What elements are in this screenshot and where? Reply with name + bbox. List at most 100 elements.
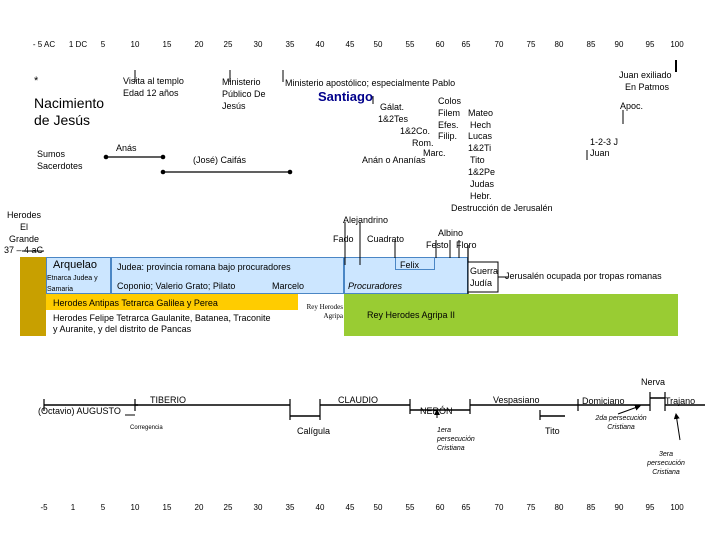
persecucion-3-label: 3era persecución Cristiana (647, 451, 685, 476)
juan-exiliado-label: Juan exiliado (619, 70, 672, 80)
axis-bottom-tick: 15 (162, 503, 172, 512)
axis-bottom-tick: 60 (435, 503, 445, 512)
axis-top-tick: 40 (315, 40, 325, 49)
arquelao-bar (46, 257, 111, 294)
agripa-ii-bar (344, 294, 678, 336)
santiago-label: Santiago (318, 89, 373, 104)
felipe-label: Herodes Felipe Tetrarca Gaulanite, Batan… (53, 313, 271, 334)
felipe-box (46, 310, 298, 336)
marcelo-label: Marcelo (272, 281, 305, 291)
judea-provincia-bar (111, 257, 344, 294)
albino-label: Albino (438, 228, 464, 238)
marc-label: Marc. (423, 148, 446, 158)
pe-label: 1&2Pe (468, 167, 496, 177)
axis-top-tick: 1 DC (68, 40, 88, 49)
neron-label: NERÓN (420, 406, 453, 416)
guerra-label: Guerra (470, 266, 499, 276)
axis-bottom-tick: 100 (670, 503, 684, 512)
anas-label: Anás (116, 143, 137, 153)
domiciano-label: Domiciano (582, 396, 625, 406)
procuradores-label: Procuradores (348, 281, 403, 291)
hech-label: Hech (470, 120, 492, 130)
persecucion-2-label: 2da persecución Cristiana (595, 415, 647, 431)
herodes-grande-label: Herodes El Grande (6, 210, 42, 244)
galat-label: Gálat. (380, 102, 405, 112)
axis-top-tick: 20 (194, 40, 204, 49)
rey-agripa-ii-label: Rey Herodes Agripa II (367, 310, 456, 320)
axis-top-tick: 75 (526, 40, 536, 49)
axis-bottom-tick: 80 (554, 503, 564, 512)
nerva-label: Nerva (641, 377, 666, 387)
axis-top-tick: 80 (554, 40, 564, 49)
etnarca-label: Etnarca Judea y Samaria (47, 275, 98, 293)
cuadrato-label: Cuadrato (367, 234, 405, 244)
axis-top-tick: 25 (223, 40, 233, 49)
procuradores-names-label: Coponio; Valerio Grato; Pilato (117, 281, 236, 291)
visita-templo-label: Visita al templo (123, 76, 184, 86)
axis-top-tick: 85 (586, 40, 596, 49)
axis-bottom-tick: 1 (70, 503, 76, 512)
axis-bottom-tick: 55 (405, 503, 415, 512)
axis-top-tick: 45 (345, 40, 355, 49)
fado-label: Fado (333, 234, 354, 244)
colos-label: Colos (438, 96, 462, 106)
trajano-label: Trajano (665, 396, 696, 406)
axis-bottom-tick: 35 (285, 503, 295, 512)
axis-bottom-tick: 25 (223, 503, 233, 512)
festo-label: Festo (426, 240, 449, 250)
herodes-years-label: 37 – 4 aC (4, 245, 44, 255)
axis-bottom-tick: 70 (494, 503, 504, 512)
herodes-grande-bar (20, 257, 46, 336)
axis-bottom-tick: 30 (253, 503, 263, 512)
en-patmos-label: En Patmos (625, 82, 670, 92)
axis-bottom-tick: 85 (586, 503, 596, 512)
tiberio-label: TIBERIO (150, 395, 187, 405)
arquelao-label: Arquelao (53, 259, 98, 271)
alejandro-label: Alejandrino (343, 215, 389, 225)
judia-label: Judía (470, 278, 493, 288)
filip-label: Filip. (438, 131, 458, 141)
axis-bottom-tick: 20 (194, 503, 204, 512)
antipas-label: Herodes Antipas Tetrarca Galilea y Perea (53, 298, 218, 308)
axis-bottom-tick: -5 (40, 503, 48, 512)
axis-top-tick: - 5 AC (32, 40, 56, 49)
felix-label: Felix (400, 260, 420, 270)
axis-top-tick: 65 (461, 40, 471, 49)
axis-bottom-tick: 90 (614, 503, 624, 512)
caifas-label: (José) Caifás (193, 155, 247, 165)
anan-label: Anán o Ananías (362, 155, 426, 165)
axis-top-tick: 5 (100, 40, 106, 49)
destruccion-label: Destrucción de Jerusalén (451, 203, 553, 213)
axis-bottom-tick: 40 (315, 503, 325, 512)
judea-provincia-label: Judea: provincia romana bajo procuradore… (117, 262, 291, 272)
tes-label: 1&2Tes (378, 114, 409, 124)
axis-top-tick: 90 (614, 40, 624, 49)
jerusalen-ocupada-label: Jerusalén ocupada por tropas romanas (505, 271, 662, 281)
axis-bottom-tick: 10 (130, 503, 140, 512)
axis-top-tick: 35 (285, 40, 295, 49)
caligula-label: Calígula (297, 426, 331, 436)
rey-herodes-agripa-label: Rey Herodes Agripa (306, 303, 343, 320)
axis-bottom-tick: 45 (345, 503, 355, 512)
axis-bottom-tick: 65 (461, 503, 471, 512)
axis-top-tick: 70 (494, 40, 504, 49)
rom-label: Rom. (412, 138, 434, 148)
ti-label: 1&2Ti (468, 143, 492, 153)
axis-bottom-tick: 50 (373, 503, 383, 512)
axis-bottom-tick: 5 (100, 503, 106, 512)
filem-label: Filem (438, 108, 460, 118)
co-label: 1&2Co. (400, 126, 431, 136)
lucas-label: Lucas (468, 131, 493, 141)
sumos-sacerdotes-label: Sumos Sacerdotes (37, 149, 83, 171)
apoc-label: Apoc. (620, 101, 644, 111)
juan-cartas-label: 1-2-3 J (590, 137, 619, 147)
asterisk: * (34, 75, 39, 87)
vespasiano-label: Vespasiano (493, 395, 540, 405)
ministerio-apostolico-label: Ministerio apostólico; especialmente Pab… (285, 78, 456, 88)
efes-label: Efes. (438, 120, 459, 130)
mateo-label: Mateo (468, 108, 494, 118)
axis-top-tick: 95 (645, 40, 655, 49)
antipas-bar (46, 294, 344, 310)
